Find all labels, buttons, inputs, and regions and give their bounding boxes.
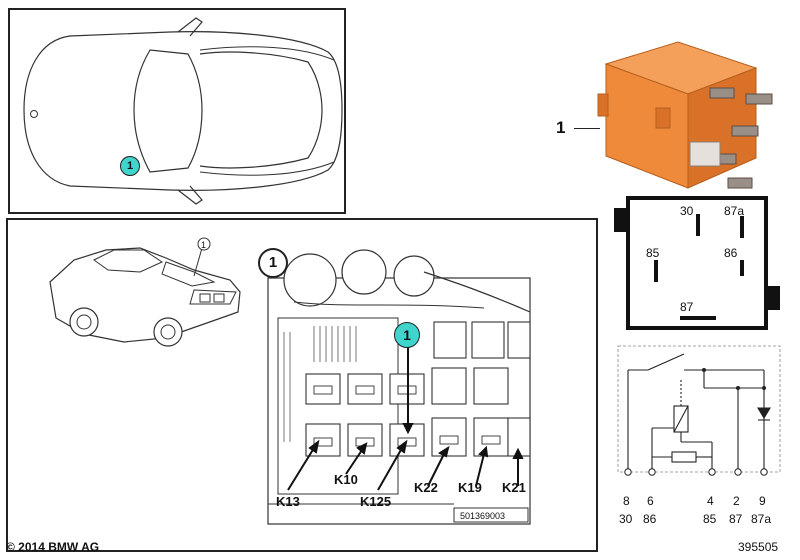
relay-photo bbox=[597, 41, 773, 189]
callout-badge-topview: 1 bbox=[120, 156, 140, 176]
fusebox-drawing: 501369003 K13 K10 K125 K22 K19 K21 bbox=[267, 249, 531, 525]
car-topview-panel: 1 bbox=[8, 8, 346, 214]
pinout-label-30: 30 bbox=[680, 204, 694, 218]
relay-label-k13: K13 bbox=[276, 494, 300, 509]
pin-term-85: 85 bbox=[703, 512, 717, 526]
pinout-blade-30 bbox=[696, 214, 700, 236]
pinout-blade-85 bbox=[654, 260, 658, 282]
relay-label-k10: K10 bbox=[334, 472, 358, 487]
relay-label-k19: K19 bbox=[458, 480, 482, 495]
schematic-pin-labels: 8 6 4 2 9 30 86 85 87 87a bbox=[612, 494, 792, 530]
car-callout-text: 1 bbox=[201, 240, 206, 250]
callout-badge-fusebox: 1 bbox=[394, 322, 420, 348]
inset-number-badge: 1 bbox=[258, 248, 288, 278]
pinout-label-85: 85 bbox=[646, 246, 660, 260]
relay-label: 1 bbox=[556, 118, 565, 138]
relay-label-number: 1 bbox=[556, 118, 566, 137]
location-panel: 1 bbox=[6, 218, 598, 552]
pinout-blade-87a bbox=[740, 216, 744, 238]
fusebox-inset: 501369003 K13 K10 K125 K22 K19 K21 1 1 bbox=[254, 242, 542, 526]
pinout-tab-right bbox=[766, 286, 780, 310]
pin-term-86: 86 bbox=[643, 512, 657, 526]
pinout-blade-87 bbox=[680, 316, 716, 320]
relay-pinout-box: 30 87a 85 86 87 bbox=[626, 196, 768, 330]
relay-label-k125: K125 bbox=[360, 494, 391, 509]
inset-number: 1 bbox=[268, 254, 278, 271]
pin-number-4: 4 bbox=[707, 494, 714, 508]
relay-label-k22: K22 bbox=[414, 480, 438, 495]
car-topview-drawing bbox=[23, 17, 343, 205]
relay-label-k21: K21 bbox=[502, 480, 526, 495]
pin-term-87: 87 bbox=[729, 512, 743, 526]
fusebox-callout-number: 1 bbox=[403, 327, 411, 343]
pin-term-30: 30 bbox=[619, 512, 633, 526]
callout-number: 1 bbox=[126, 160, 134, 172]
pin-term-87a: 87a bbox=[751, 512, 772, 526]
pinout-blade-86 bbox=[740, 260, 744, 276]
copyright-text: © 2014 BMW AG bbox=[6, 540, 99, 554]
inset-code: 501369003 bbox=[460, 511, 505, 521]
pinout-label-87: 87 bbox=[680, 300, 694, 314]
diagram-number: 395505 bbox=[738, 540, 778, 554]
pin-number-6: 6 bbox=[647, 494, 654, 508]
pinout-label-87a: 87a bbox=[724, 204, 745, 218]
relay-leader-line bbox=[574, 128, 600, 129]
pinout-label-86: 86 bbox=[724, 246, 738, 260]
diagram-number-value: 395505 bbox=[738, 540, 779, 554]
pin-number-8: 8 bbox=[623, 494, 630, 508]
copyright-value: © 2014 BMW AG bbox=[6, 540, 100, 554]
relay-schematic bbox=[617, 345, 781, 476]
pin-number-2: 2 bbox=[733, 494, 740, 508]
car-perspective-drawing: 1 bbox=[49, 237, 241, 347]
pin-number-9: 9 bbox=[759, 494, 766, 508]
pinout-tab-left bbox=[614, 208, 628, 232]
